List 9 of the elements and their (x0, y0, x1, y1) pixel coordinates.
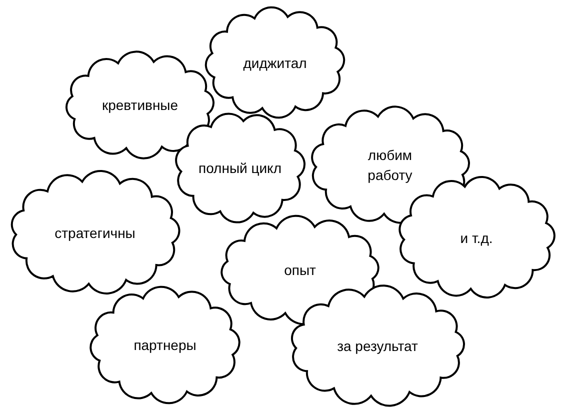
cloud-label: стратегичны (54, 224, 136, 242)
cloud-label: диджитал (242, 54, 308, 72)
cloud-label: партнеры (132, 336, 198, 355)
cloud-label: за результат (336, 337, 419, 356)
cloud-label: и т.д. (459, 228, 494, 248)
cloud-label: опыт (283, 261, 317, 280)
cloud-label: кревтивные (100, 96, 180, 115)
cloud-label: полный цикл (197, 158, 283, 178)
cloud-label: любим работу (366, 146, 414, 185)
